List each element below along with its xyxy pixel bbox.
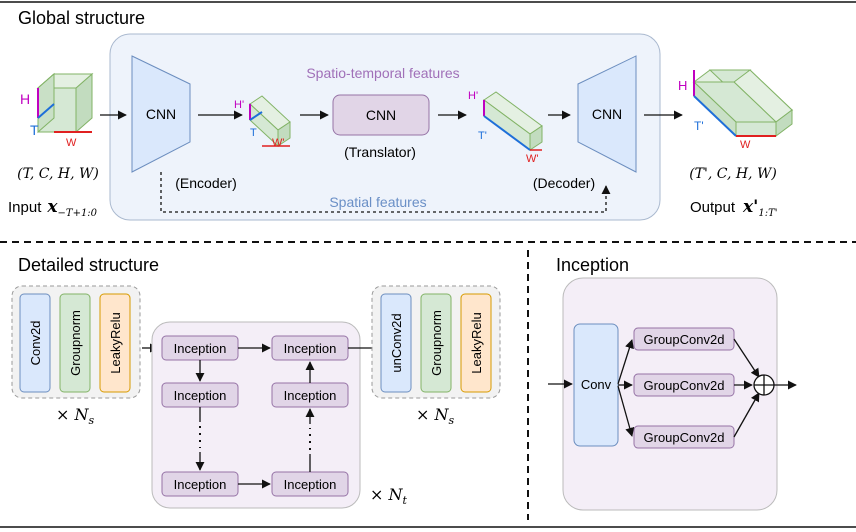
groupconv-bot-label: GroupConv2d: [644, 430, 725, 445]
encoder-block-label: CNN: [146, 106, 176, 122]
encoder-block: [131, 55, 191, 173]
encoder-repeat: × Ns: [56, 405, 95, 427]
arrow-bot-sum: [733, 392, 760, 438]
latent-in-cube: [249, 95, 291, 148]
inception-r1-label: Inception: [284, 341, 337, 356]
output-dim-w: W: [740, 139, 751, 151]
output-cube: [692, 69, 794, 138]
output-dim-h: H: [678, 78, 687, 93]
latent-out-dim-h: H': [468, 90, 478, 102]
enc-layer-conv2d: [19, 293, 51, 393]
groupconv-mid-label: GroupConv2d: [644, 378, 725, 393]
sum-icon: [753, 374, 775, 396]
translator-block: [332, 94, 430, 136]
latent-out-dim-t: T': [478, 130, 487, 142]
enc-layer-leakyrelu: [99, 293, 131, 393]
inception-r2-label: Inception: [284, 388, 337, 403]
groupconv-top-label: GroupConv2d: [644, 332, 725, 347]
enc-layer-leakyrelu-label: LeakyRelu: [108, 312, 123, 373]
inception-l3-label: Inception: [174, 477, 227, 492]
dec-layer-unconv2d-label: unConv2d: [389, 313, 404, 372]
input-cube: [36, 72, 94, 134]
arrow-conv-bot: [617, 385, 635, 437]
skip-connection: [160, 172, 611, 213]
dec-layer-groupnorm-label: Groupnorm: [429, 310, 444, 376]
input-dim-t: T: [30, 122, 39, 138]
latent-in-dim-t: T: [250, 127, 257, 139]
arrow-top-sum: [733, 338, 760, 378]
spatiotemporal-label: Spatio-temporal features: [306, 65, 459, 81]
latent-in-dim-h: H': [234, 99, 244, 111]
inception-l1-label: Inception: [174, 341, 227, 356]
inception-r3-label: Inception: [284, 477, 337, 492]
output-shape: (T', C, H, W): [689, 166, 777, 182]
dec-layer-groupnorm: [420, 293, 452, 393]
enc-layer-conv2d-label: Conv2d: [28, 321, 43, 366]
conv-block-label: Conv: [581, 377, 612, 392]
inception-repeat: × Nt: [370, 485, 408, 507]
latent-out-dim-w: W': [526, 153, 538, 165]
decoder-block: [577, 55, 637, 173]
input-dim-w: W: [66, 137, 77, 149]
dec-layer-unconv2d: [380, 293, 412, 393]
dec-layer-leakyrelu-label: LeakyRelu: [469, 312, 484, 373]
input-dim-h: H: [20, 91, 30, 107]
translator-block-label: CNN: [366, 107, 396, 123]
encoder-label: (Encoder): [175, 175, 236, 191]
input-shape: (T, C, H, W): [17, 166, 99, 182]
decoder-repeat: × Ns: [416, 405, 455, 427]
inception-l2-label: Inception: [174, 388, 227, 403]
enc-layer-groupnorm: [59, 293, 91, 393]
section-title-detailed: Detailed structure: [18, 255, 159, 275]
dec-layer-leakyrelu: [460, 293, 492, 393]
enc-layer-groupnorm-label: Groupnorm: [68, 310, 83, 376]
arrow-conv-top: [617, 339, 634, 385]
section-title-global: Global structure: [18, 8, 145, 28]
spatial-label: Spatial features: [329, 194, 426, 210]
section-title-inception: Inception: [556, 255, 629, 275]
latent-out-cube: [483, 91, 543, 151]
decoder-block-label: CNN: [592, 106, 622, 122]
output-dim-t: T': [694, 119, 704, 133]
latent-in-dim-w: W': [272, 137, 284, 149]
translator-label: (Translator): [344, 144, 416, 160]
decoder-label: (Decoder): [533, 175, 595, 191]
